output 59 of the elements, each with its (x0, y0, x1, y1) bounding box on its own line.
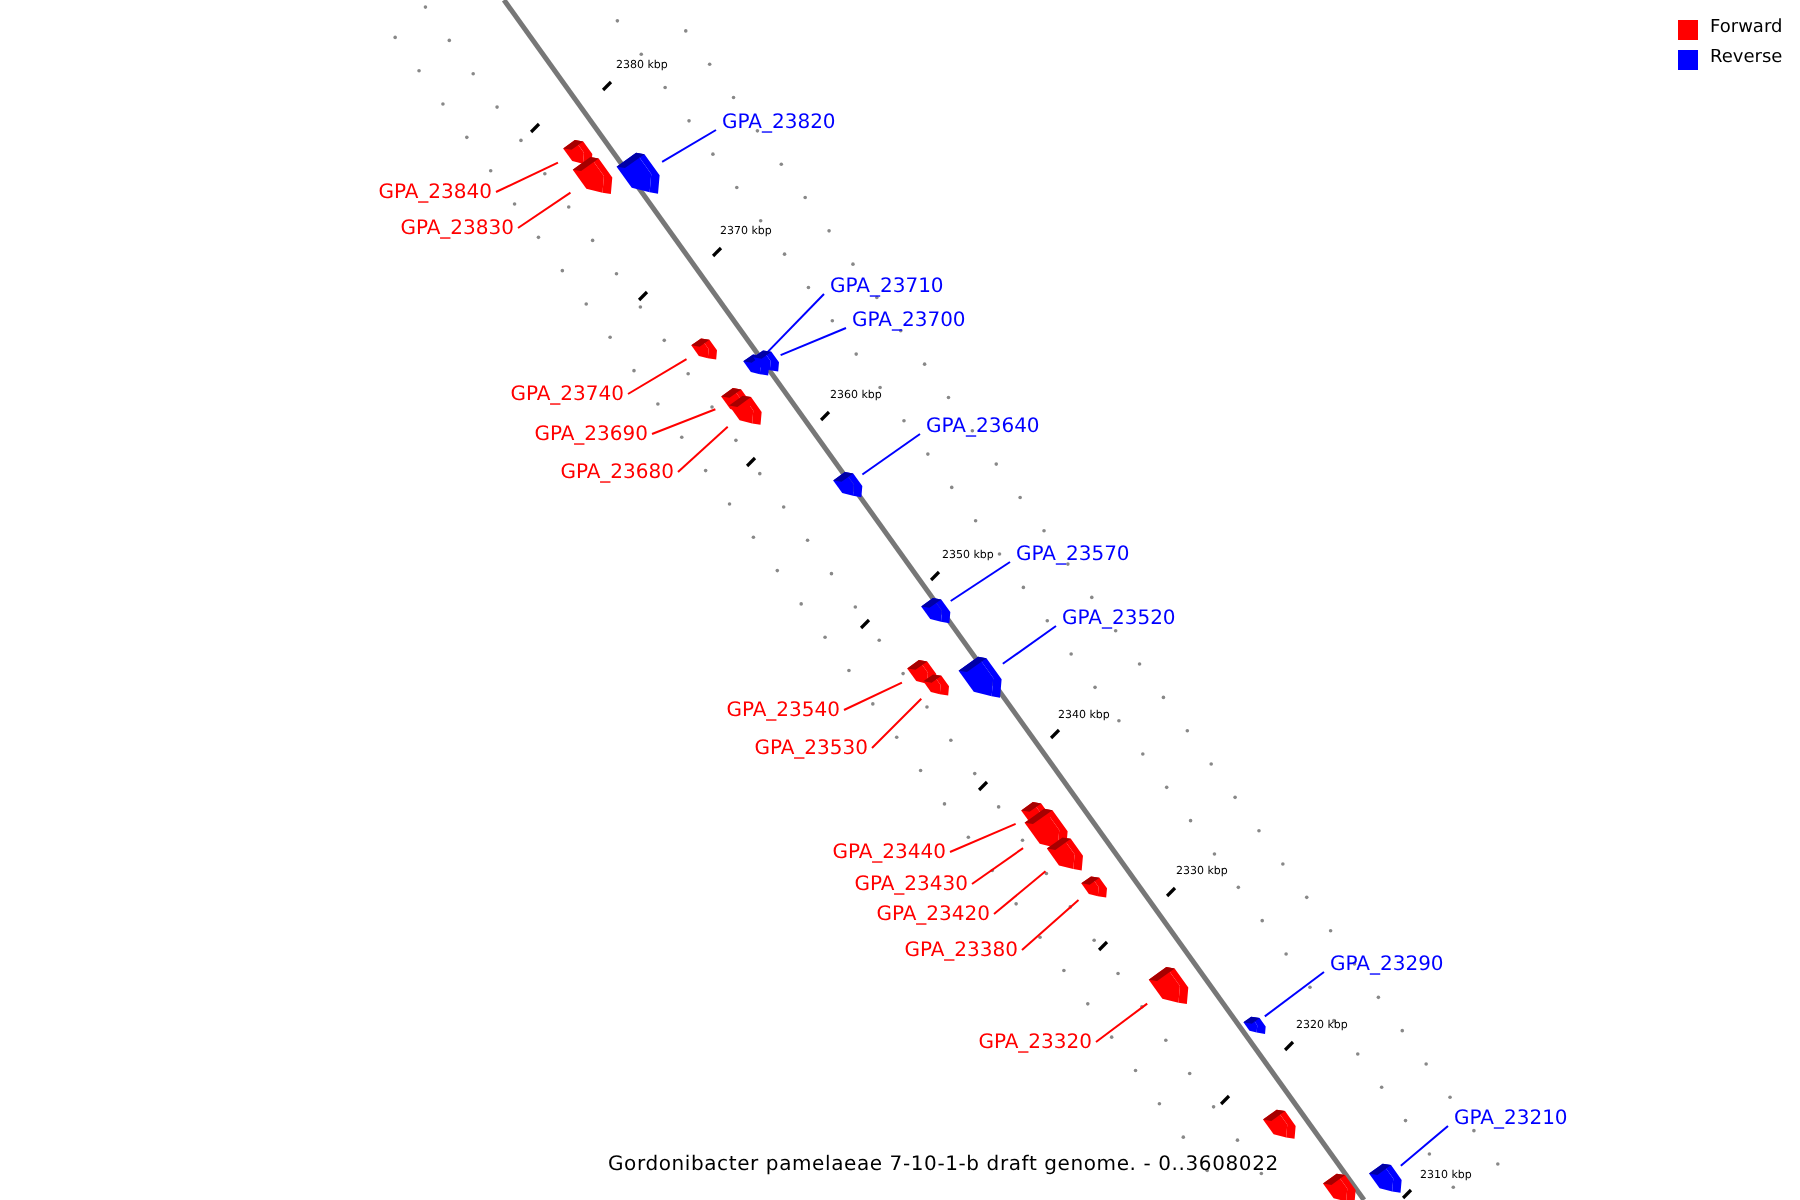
legend-label: Forward (1710, 18, 1783, 40)
gene-label: GPA_23710 (830, 276, 944, 300)
leader-line (949, 561, 1011, 602)
leader-line (993, 870, 1047, 915)
gene-label: GPA_23680 (560, 462, 674, 486)
gene-label: GPA_23210 (1454, 1108, 1568, 1132)
gene-label: GPA_23570 (1016, 544, 1130, 568)
leader-line (765, 293, 825, 355)
leader-line (1021, 898, 1080, 951)
gene-label: GPA_23520 (1062, 608, 1176, 632)
gene-label: GPA_23290 (1330, 954, 1444, 978)
gene-feature (1263, 1109, 1296, 1139)
leader-line (651, 408, 717, 435)
gene-label: GPA_23380 (904, 940, 1018, 964)
leader-line (1263, 971, 1325, 1018)
gene-label: GPA_23690 (534, 424, 648, 448)
gene-feature (833, 472, 863, 498)
leader-line (779, 327, 847, 357)
leader-line (1095, 1002, 1149, 1043)
gene-feature (729, 395, 762, 425)
gene-label: GPA_23640 (926, 416, 1040, 440)
caption: Gordonibacter pamelaeae 7-10-1-b draft genome. - 0..3608022 (608, 1154, 1279, 1176)
gene-feature (958, 656, 1002, 698)
leader-line (1399, 1125, 1449, 1167)
gene-label: GPA_23320 (978, 1032, 1092, 1056)
gene-feature (616, 152, 660, 194)
gene-label: GPA_23820 (722, 112, 836, 136)
gene-label: GPA_23830 (400, 218, 514, 242)
gene-feature (1081, 876, 1107, 898)
gene-label: GPA_23840 (378, 182, 492, 206)
leader-line (949, 822, 1017, 853)
gene-label: GPA_23740 (510, 384, 624, 408)
leader-line (517, 191, 572, 229)
gene-feature (1323, 1173, 1356, 1200)
leader-line (495, 161, 559, 193)
leader-line (871, 697, 923, 749)
gene-label: GPA_23530 (754, 738, 868, 762)
gene-feature (1148, 967, 1189, 1004)
gene-label: GPA_23420 (876, 904, 990, 928)
gene-label: GPA_23700 (852, 310, 966, 334)
leader-line (861, 433, 921, 476)
gene-feature (1046, 837, 1083, 871)
gene-feature (691, 338, 717, 360)
leader-line (627, 358, 688, 395)
gene-feature (923, 674, 949, 696)
leader-line (661, 129, 717, 163)
leader-line (843, 681, 903, 711)
leader-line (677, 425, 729, 473)
gene-label: GPA_23540 (726, 700, 840, 724)
gene-feature (921, 598, 951, 624)
leader-line (1001, 625, 1057, 665)
legend-label: Reverse (1710, 48, 1783, 70)
leader-line (971, 847, 1025, 885)
gene-feature (1243, 1016, 1266, 1034)
gene-feature (753, 350, 779, 372)
gene-feature (1369, 1163, 1402, 1193)
gene-label: GPA_23430 (854, 874, 968, 898)
gene-label: GPA_23440 (832, 842, 946, 866)
gene-feature (572, 157, 613, 194)
